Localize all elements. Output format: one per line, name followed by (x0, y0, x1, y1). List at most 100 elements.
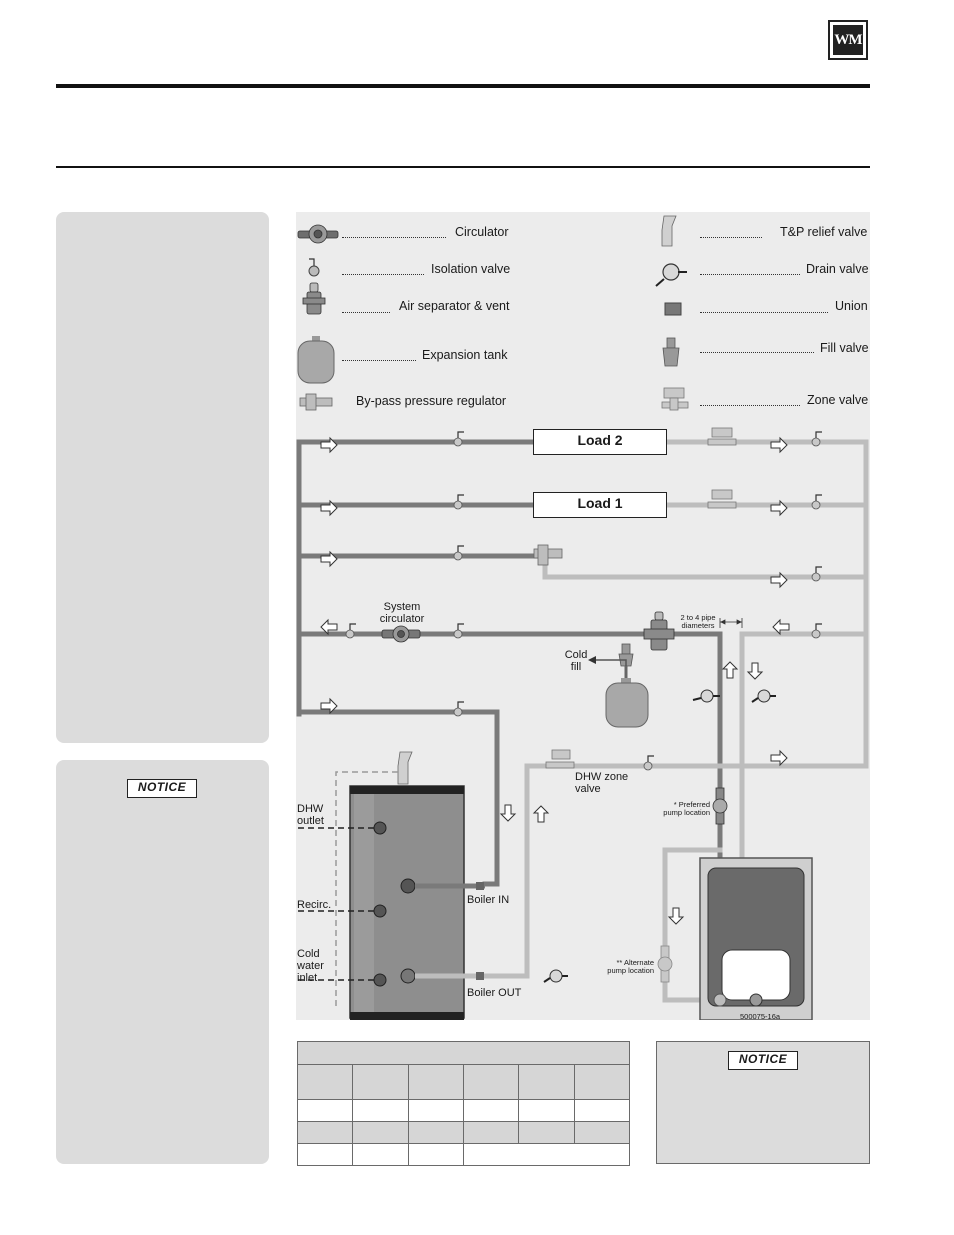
cold-water-inlet-line1: Cold (297, 948, 320, 960)
dhw-zone-valve-label: DHW zone valve (575, 771, 628, 795)
legend-label-circulator: Circulator (455, 225, 509, 239)
cold-fill-line2: fill (570, 661, 582, 673)
fill-valve-icon (662, 337, 680, 367)
header-rule-thick (56, 84, 870, 88)
legend-label-union: Union (835, 299, 868, 313)
circulator-icon (297, 224, 339, 244)
dhw-zone-valve-line1: DHW zone (575, 771, 629, 783)
header-rule-thin (56, 166, 870, 168)
isolation-valve-icon (308, 258, 320, 277)
boiler-connection-lines (415, 882, 485, 980)
load-1-box: Load 1 (533, 492, 667, 518)
legend-leader (342, 312, 390, 313)
table-cell (518, 1099, 575, 1122)
notice-box-right (656, 1041, 870, 1164)
tp-discharge-line (335, 771, 398, 1010)
pipe-diameter-label: 2 to 4 pipe diameters (676, 614, 720, 630)
legend-label-bypass-regulator: By-pass pressure regulator (356, 394, 507, 408)
table-cell (352, 1099, 409, 1122)
tp-relief-valve-icon (661, 215, 677, 247)
table-cell (296, 1143, 354, 1166)
expansion-tank (605, 678, 649, 728)
boiler-unit (699, 857, 813, 1020)
notice-badge-left: NOTICE (127, 779, 197, 798)
table-row (296, 1099, 631, 1122)
cold-water-inlet-label: Cold water inlet (297, 948, 324, 984)
table-cell (352, 1121, 409, 1144)
legend-leader (342, 360, 416, 361)
notice-badge-right: NOTICE (728, 1051, 798, 1070)
table-cell (462, 1064, 520, 1100)
table-cell (352, 1064, 409, 1100)
table-cell (352, 1143, 409, 1166)
table-cell (573, 1121, 631, 1144)
table-cell (462, 1121, 520, 1144)
alternate-pump-icon (657, 945, 673, 983)
system-circulator-line2: circulator (379, 613, 425, 625)
legend-leader (700, 352, 814, 353)
boiler-out-label: Boiler OUT (467, 987, 522, 999)
heater-connections (373, 821, 416, 987)
legend-label-air-separator: Air separator & vent (399, 299, 510, 313)
table-cell (573, 1064, 631, 1100)
table-row (296, 1121, 631, 1144)
legend-label-zone-valve: Zone valve (807, 393, 869, 407)
table-cell (518, 1064, 575, 1100)
cold-water-inlet-line2: water (297, 960, 324, 972)
table-cell (518, 1121, 575, 1144)
table-cell (462, 1099, 520, 1122)
legend-label-isolation-valve: Isolation valve (431, 262, 511, 276)
heater-tp-valve (397, 751, 413, 785)
table-header-row (297, 1041, 630, 1065)
dhw-zone-valve-line2: valve (575, 783, 601, 795)
preferred-pump-line2: pump location (663, 808, 710, 817)
table-row (296, 1143, 631, 1166)
air-separator-icon (302, 282, 326, 315)
indirect-water-heater (349, 785, 465, 1020)
alternate-pump-line1: ** Alternate (616, 958, 654, 967)
dhw-outlet-line1: DHW (297, 803, 324, 815)
table-cell (407, 1064, 464, 1100)
zone-valve-load1 (707, 489, 737, 509)
table-cell (407, 1143, 464, 1166)
zone-valve-load2 (707, 427, 737, 446)
cold-fill-line1: Cold (564, 649, 588, 661)
dhw-outlet-line2: outlet (297, 815, 324, 827)
legend-label-expansion-tank: Expansion tank (422, 348, 508, 362)
legend-leader (700, 312, 828, 313)
logo-mark: WM (833, 25, 863, 55)
fill-arrowhead (588, 656, 596, 664)
legend-leader (342, 274, 424, 275)
legend-leader (700, 405, 800, 406)
table-cell (296, 1064, 354, 1100)
table-cell (462, 1143, 631, 1166)
union-icon (664, 302, 682, 316)
alternate-pump-line2: pump location (607, 966, 654, 975)
left-sidebar-panel-top (56, 212, 269, 743)
alternate-pump-label: ** Alternate pump location (598, 959, 654, 975)
table-cell (296, 1099, 354, 1122)
specification-table (296, 1041, 631, 1166)
cold-fill-label: Cold fill (556, 649, 596, 673)
legend-leader (700, 237, 762, 238)
figure-number: 500075-16a (740, 1012, 781, 1021)
boiler-in-label: Boiler IN (467, 894, 510, 906)
legend-leader (342, 237, 446, 238)
piping-schematic (296, 215, 869, 1020)
table-cell (573, 1099, 631, 1122)
system-circulator-label: System circulator (374, 601, 430, 625)
air-separator (643, 611, 675, 651)
table-cell (407, 1099, 464, 1122)
fill-line (594, 659, 627, 666)
bypass-regulator-icon (299, 393, 333, 411)
load-2-box: Load 2 (533, 429, 667, 455)
recirc-label: Recirc. (297, 899, 332, 911)
preferred-pump-line1: * Preferred (673, 800, 710, 809)
table-cell (407, 1121, 464, 1144)
heater-dashed-lines (298, 827, 374, 981)
valve-stems (349, 431, 822, 762)
system-circulator-icon (381, 625, 421, 643)
dhw-outlet-label: DHW outlet (297, 803, 324, 827)
table-row (296, 1064, 631, 1100)
expansion-tank-icon (297, 336, 335, 384)
